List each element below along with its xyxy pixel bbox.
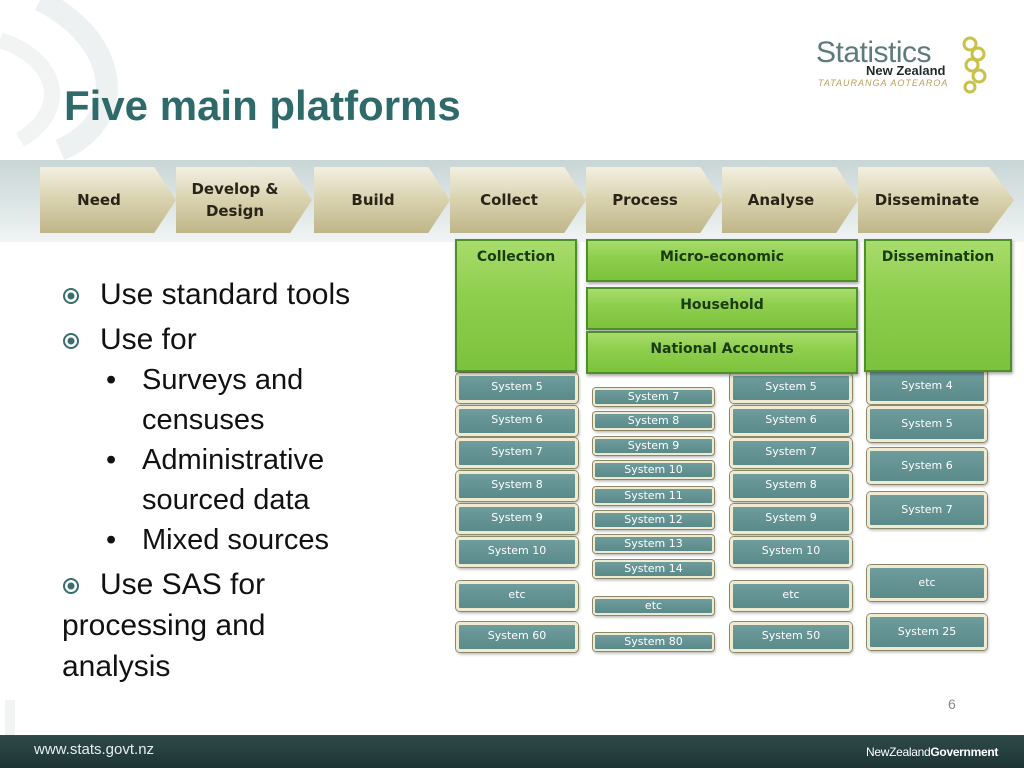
- circle-bullet-icon: [63, 333, 79, 349]
- dot-bullet-icon: •: [106, 524, 117, 556]
- bullet-item: Use for: [62, 319, 412, 360]
- system-box: System 8: [593, 412, 714, 430]
- logo-tatauranga-text: TATAURANGA AOTEAROA: [818, 78, 949, 88]
- bullet-text: Use standard tools: [100, 278, 351, 311]
- system-box: System 6: [730, 406, 852, 436]
- system-box: System 10: [593, 461, 714, 479]
- platform-national-accounts: National Accounts: [586, 331, 858, 374]
- system-box: System 5: [867, 406, 987, 442]
- footer-gov-part-a: NewZealand: [866, 745, 931, 759]
- process-step-analyse: Analyse: [722, 167, 858, 233]
- system-box: System 5: [730, 373, 852, 403]
- system-box: System 4: [867, 368, 987, 404]
- platform-micro-economic: Micro-economic: [586, 239, 858, 282]
- system-box: System 10: [456, 537, 578, 567]
- system-box: System 7: [593, 388, 714, 406]
- system-box: System 9: [730, 504, 852, 534]
- sub-bullet-text: sourced data: [142, 484, 310, 516]
- system-box: etc: [456, 581, 578, 611]
- platform-collection: Collection: [455, 239, 577, 372]
- system-box: System 6: [867, 448, 987, 484]
- slide-title: Five main platforms: [64, 82, 461, 129]
- bullet-list: Use standard tools Use for • Surveys and…: [62, 274, 412, 687]
- system-box: System 11: [593, 487, 714, 505]
- bullet-item: Use standard tools: [62, 274, 412, 315]
- logo-koru-icon: [962, 36, 987, 94]
- system-box: System 50: [730, 622, 852, 652]
- system-box: etc: [593, 597, 714, 615]
- platform-household-label: Household: [680, 297, 764, 313]
- sub-bullet-text: Mixed sources: [142, 524, 329, 556]
- system-box: System 7: [730, 438, 852, 468]
- process-step-develop-design: Develop & Design: [176, 167, 312, 233]
- footer-gov-part-b: Government: [930, 745, 999, 759]
- system-box: System 12: [593, 511, 714, 529]
- system-box: System 9: [456, 504, 578, 534]
- system-box: etc: [730, 581, 852, 611]
- platform-dissemination: Dissemination: [864, 239, 1012, 372]
- process-step-develop-design-label: Develop & Design: [191, 180, 279, 220]
- system-box: System 14: [593, 560, 714, 578]
- system-box: System 7: [867, 492, 987, 528]
- platform-dissemination-label: Dissemination: [881, 249, 995, 265]
- process-step-need: Need: [40, 167, 176, 233]
- bullet-text: processing and: [62, 609, 266, 642]
- page-number: 6: [948, 696, 956, 712]
- system-box: System 5: [456, 373, 578, 403]
- system-box: System 6: [456, 406, 578, 436]
- footer-bar: www.stats.govt.nz NewZealandGovernment: [0, 735, 1024, 768]
- sub-bullet-text: Administrative: [142, 444, 325, 476]
- process-step-collect: Collect: [450, 167, 586, 233]
- footer-url-link[interactable]: www.stats.govt.nz: [34, 741, 155, 758]
- platform-household: Household: [586, 287, 858, 330]
- system-box: System 60: [456, 622, 578, 652]
- sub-bullet-item: • Surveys and censuses: [62, 360, 412, 440]
- circle-bullet-icon: [63, 288, 79, 304]
- logo-statistics-text: Statistics: [816, 36, 932, 69]
- system-box: System 9: [593, 437, 714, 455]
- dot-bullet-icon: •: [106, 364, 117, 396]
- system-box: System 8: [456, 471, 578, 501]
- sub-bullet-text: censuses: [142, 404, 265, 436]
- process-step-process: Process: [586, 167, 722, 233]
- process-step-disseminate: Disseminate: [858, 167, 1014, 233]
- platform-national-accounts-label: National Accounts: [650, 341, 794, 357]
- process-step-build: Build: [314, 167, 450, 233]
- system-box: System 8: [730, 471, 852, 501]
- background-swirl-decoration: [0, 0, 118, 740]
- system-box: System 13: [593, 535, 714, 553]
- logo-new-zealand-text: New Zealand: [866, 63, 946, 78]
- sub-bullet-item: • Administrative sourced data: [62, 440, 412, 520]
- system-box: System 7: [456, 438, 578, 468]
- bullet-item: Use SAS for processing and analysis: [62, 564, 412, 687]
- sub-bullet-text: Surveys and: [142, 364, 304, 396]
- platform-micro-economic-label: Micro-economic: [659, 249, 785, 265]
- system-box: System 80: [593, 633, 714, 651]
- system-box: etc: [867, 565, 987, 601]
- nz-government-logo: NewZealandGovernment: [866, 745, 998, 759]
- bullet-text: analysis: [62, 650, 171, 683]
- stats-nz-logo: Statistics New Zealand TATAURANGA AOTEAR…: [816, 36, 987, 96]
- sub-bullet-item: • Mixed sources: [62, 520, 412, 560]
- platform-collection-label: Collection: [476, 249, 556, 265]
- system-box: System 25: [867, 614, 987, 650]
- bullet-text: Use for: [100, 323, 197, 356]
- bullet-text: Use SAS for: [100, 568, 266, 601]
- circle-bullet-icon: [63, 578, 79, 594]
- system-box: System 10: [730, 537, 852, 567]
- dot-bullet-icon: •: [106, 444, 117, 476]
